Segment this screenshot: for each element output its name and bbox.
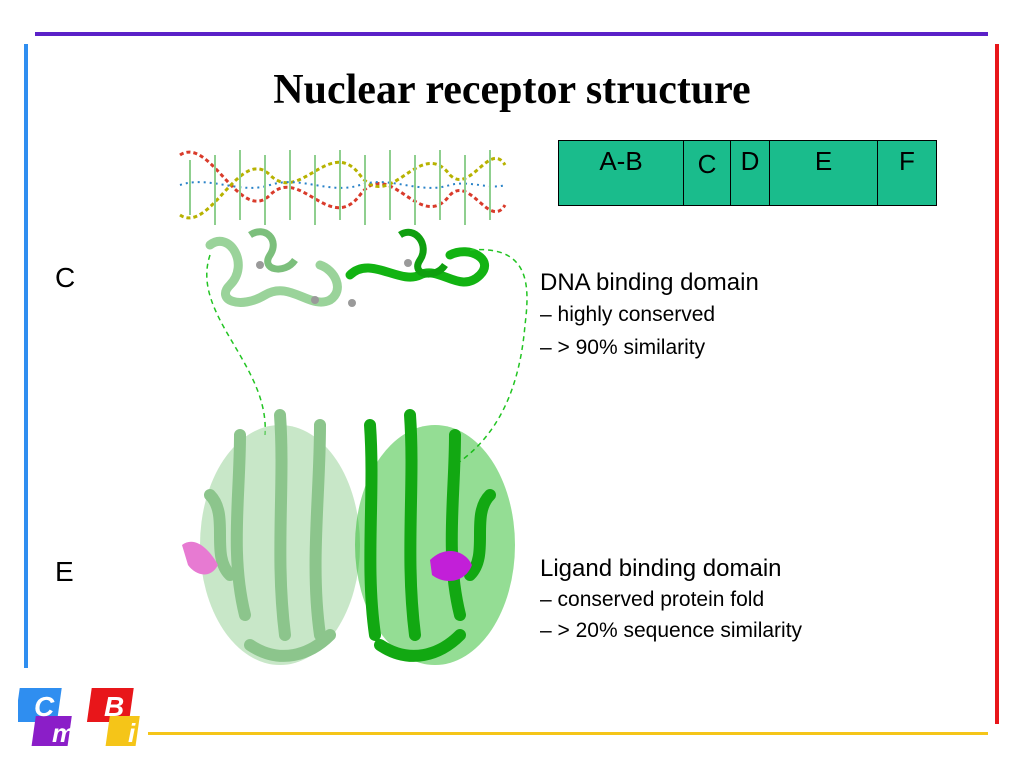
right-divider-line	[995, 44, 999, 724]
svg-text:C: C	[34, 691, 55, 722]
slide-title: Nuclear receptor structure	[273, 67, 751, 113]
nuclear-receptor-structure-image	[179, 150, 528, 665]
top-divider-line	[35, 32, 988, 36]
dna-binding-description: DNA binding domain – highly conserved – …	[540, 268, 759, 364]
domain-organization-table: A-B C D E F	[558, 140, 937, 206]
dna-helix-illustration	[179, 150, 507, 225]
domain-cell-c: C	[683, 140, 731, 206]
svg-text:m: m	[52, 718, 75, 748]
ligand-binding-point-1: – conserved protein fold	[540, 588, 765, 611]
dna-binding-domain-illustration	[205, 228, 489, 307]
domain-cell-d: D	[730, 140, 770, 206]
ligand-binding-point-2: – > 20% sequence similarity	[540, 619, 803, 642]
cmbi-logo: C m B i	[18, 688, 140, 748]
left-divider-line	[24, 44, 28, 668]
svg-text:i: i	[128, 718, 136, 748]
svg-text:B: B	[104, 691, 124, 722]
domain-cell-ab: A-B	[558, 140, 684, 206]
dna-binding-point-1: – highly conserved	[540, 303, 716, 326]
ligand-binding-description: Ligand binding domain – conserved protei…	[540, 554, 802, 646]
ligand-binding-domain-illustration	[182, 409, 515, 665]
hinge-connector-left	[206, 254, 266, 436]
dna-binding-heading: DNA binding domain	[540, 269, 759, 296]
bottom-divider-line	[148, 732, 988, 735]
ligand-binding-heading: Ligand binding domain	[540, 555, 782, 582]
label-e: E	[55, 556, 74, 587]
label-c: C	[55, 262, 76, 293]
domain-cell-f: F	[877, 140, 937, 206]
domain-cell-e: E	[769, 140, 878, 206]
dna-binding-point-2: – > 90% similarity	[540, 336, 706, 359]
